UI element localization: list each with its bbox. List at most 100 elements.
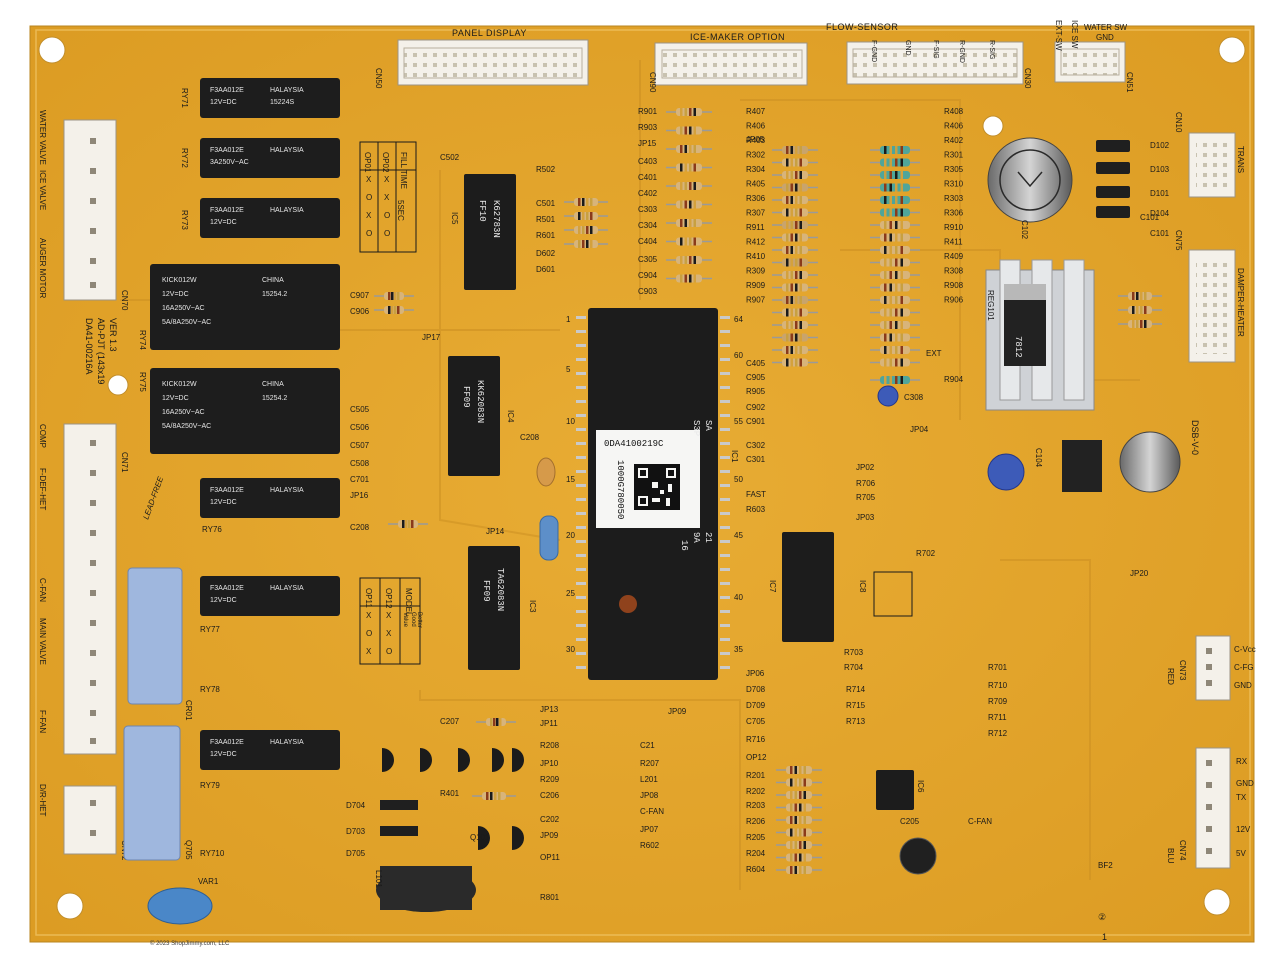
electrolytic-cap-small: [899, 837, 937, 875]
ref-label: C506: [350, 423, 370, 432]
svg-text:D101: D101: [1150, 189, 1170, 198]
svg-text:60: 60: [734, 351, 743, 360]
resistor: [870, 346, 920, 354]
resistor: [374, 306, 414, 314]
resistor: [1118, 320, 1162, 328]
svg-text:30: 30: [566, 645, 575, 654]
svg-text:K62783N: K62783N: [491, 200, 501, 238]
svg-text:FILL TIME: FILL TIME: [399, 152, 408, 189]
resistor: [870, 221, 920, 229]
ref-label: C901: [746, 417, 766, 426]
svg-text:D102: D102: [1150, 141, 1170, 150]
connector-code: CN30: [1023, 68, 1032, 89]
ref-label: R409: [944, 252, 964, 261]
svg-text:O: O: [366, 193, 372, 202]
ref-label: OP12: [746, 753, 767, 762]
svg-text:C102: C102: [1020, 220, 1029, 240]
svg-text:F3AA012E: F3AA012E: [210, 585, 244, 592]
svg-text:REG101: REG101: [986, 290, 995, 321]
mount-hole-ml: [107, 374, 129, 396]
ref-label: L201: [640, 775, 658, 784]
connector-cfan: C-Vcc C-FG GND CN73 RED: [1166, 635, 1256, 701]
svg-text:TA62083N: TA62083N: [495, 568, 505, 611]
resistor: [772, 346, 818, 354]
resistor: [870, 146, 920, 154]
part-number: DA41-00216A: [84, 318, 94, 375]
connector-trans: TRANS CN10: [1174, 112, 1245, 198]
ref-label: R604: [746, 865, 766, 874]
svg-text:SA: SA: [703, 420, 713, 431]
mount-hole-tr: [1218, 36, 1246, 64]
svg-text:D705: D705: [346, 849, 366, 858]
svg-text:RY71: RY71: [180, 88, 189, 108]
resistor: [776, 778, 822, 787]
mcu-qr-label: 0DA4100219C 1000G780050: [596, 430, 700, 528]
ref-label: JP04: [910, 425, 929, 434]
ref-label: R405: [746, 180, 766, 189]
ref-label: R402: [944, 136, 964, 145]
connector-comm: RX GND TX 12V 5V CN74 BLU: [1166, 747, 1254, 869]
ref-label: R906: [944, 296, 964, 305]
resistor: [870, 333, 920, 342]
connector-label: DAMPER-HEATER: [1236, 268, 1245, 337]
svg-text:O: O: [384, 211, 390, 220]
svg-text:O: O: [386, 647, 392, 656]
connector-label: F-DEF-HET: [38, 468, 47, 510]
svg-text:12V=DC: 12V=DC: [210, 99, 237, 106]
svg-text:RY72: RY72: [180, 148, 189, 168]
power-section: 7812 REG101 D102 D103 D101 D104 C101 C10…: [877, 137, 1200, 493]
pin-label: 5V: [1236, 849, 1246, 858]
relay-ry75: KICK012W 12V=DC 16A250V~AC 5A/8A250V~AC …: [138, 368, 340, 454]
pin-label: F-SIG: [932, 40, 939, 59]
part-sub: AD-PJT (143x19: [96, 318, 106, 384]
ref-label: R406: [944, 122, 964, 131]
connector-ice-maker: ICE-MAKER OPTION CN90: [648, 32, 808, 93]
resistor: [772, 308, 818, 317]
ref-label: C208: [520, 433, 540, 442]
svg-text:Value: Value: [402, 612, 408, 628]
connector-label: ICE-MAKER OPTION: [690, 32, 785, 42]
resistor: [776, 828, 822, 837]
connector-code: CN75: [1174, 230, 1183, 251]
ref-label: R601: [536, 231, 556, 240]
connector-label: C-FAN: [38, 578, 47, 602]
ref-label: R904: [944, 375, 964, 384]
resistor: [772, 358, 818, 367]
connector-code: CN70: [120, 290, 129, 311]
svg-text:R401: R401: [440, 789, 460, 798]
relay-ref: RY78: [200, 685, 220, 694]
ref-label: C505: [350, 405, 370, 414]
svg-text:9A: 9A: [691, 532, 701, 543]
relay-ry72: F3AA012E HALAYSIA 3A250V~AC RY72: [180, 138, 340, 178]
ref-label: C906: [350, 307, 370, 316]
connector-damper-heater: DAMPER-HEATER CN75: [1174, 230, 1245, 363]
ref-label: R406: [746, 122, 766, 131]
svg-text:CHINA: CHINA: [262, 277, 284, 284]
resistor: [666, 237, 712, 246]
ref-label: JP10: [540, 759, 559, 768]
ref-label: R201: [746, 771, 766, 780]
ref-label: R908: [944, 281, 964, 290]
connector-code: CN10: [1174, 112, 1183, 133]
mcu-ic1: 0DA4100219C 1000G780050 SA S3P 21 9A 16 …: [566, 308, 743, 680]
svg-text:F3AA012E: F3AA012E: [210, 87, 244, 94]
ic-ic7: IC7: [768, 532, 834, 642]
ref-label: JP17: [422, 333, 441, 342]
ref-label: C208: [350, 523, 370, 532]
resistor: [666, 219, 712, 227]
ref-label: JP15: [638, 139, 657, 148]
resistor: [476, 718, 516, 726]
svg-text:5: 5: [566, 365, 571, 374]
resistor: [870, 183, 920, 192]
ref-label: R308: [944, 267, 964, 276]
resistor: [772, 333, 818, 342]
svg-text:IC6: IC6: [916, 780, 925, 793]
resistor: [772, 283, 818, 292]
ref-label: R901: [638, 107, 658, 116]
ref-label: JP14: [486, 527, 505, 536]
qr-part-label: 0DA4100219C: [604, 439, 664, 449]
ref-label: C401: [638, 173, 658, 182]
svg-text:KICK012W: KICK012W: [162, 381, 197, 388]
ic-ic6: IC6: [876, 770, 925, 810]
ref-label: BF2: [1098, 861, 1113, 870]
